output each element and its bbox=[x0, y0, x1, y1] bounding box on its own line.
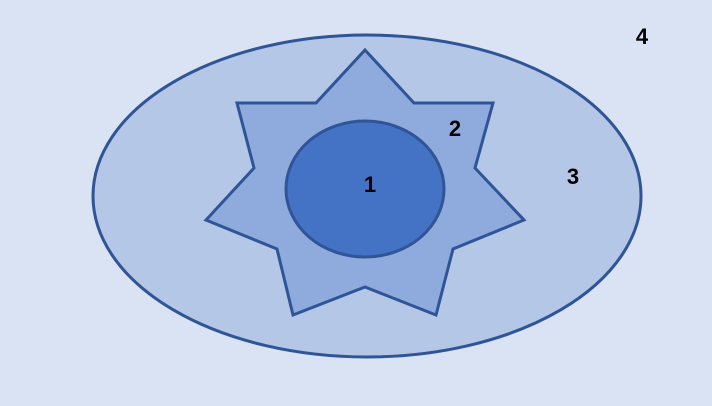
region-1-label: 1 bbox=[364, 172, 376, 197]
region-2-label: 2 bbox=[449, 116, 461, 141]
region-1-circle bbox=[284, 119, 446, 259]
region-3-label: 3 bbox=[567, 164, 579, 189]
region-4-label: 4 bbox=[636, 24, 649, 49]
